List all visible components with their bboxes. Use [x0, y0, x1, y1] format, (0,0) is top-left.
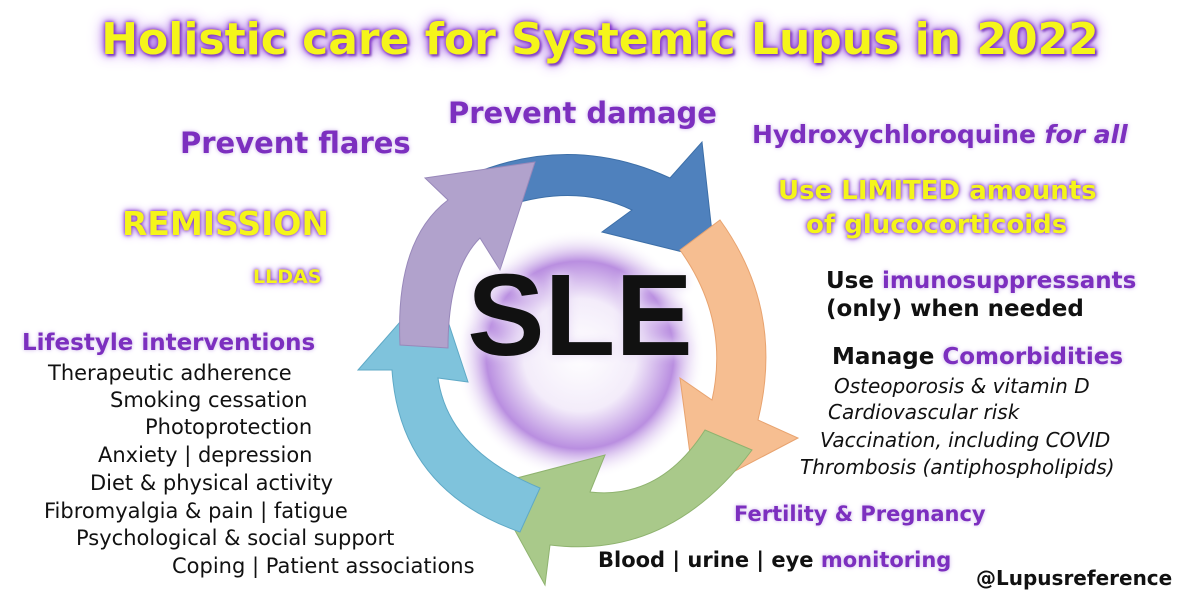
glucocorticoids-line1: Use LIMITED amounts	[778, 176, 1097, 206]
imm-use: Use	[826, 268, 882, 294]
list-item: Thrombosis (antiphospholipids)	[800, 455, 1115, 479]
handle-label: @Lupusreference	[976, 566, 1173, 590]
list-item: Anxiety | depression	[98, 443, 313, 467]
fertility-label: Fertility & Pregnancy	[734, 502, 986, 526]
list-item: Cardiovascular risk	[828, 400, 1020, 424]
list-item: Psychological & social support	[76, 526, 395, 550]
imm-word: imunosuppressants	[881, 268, 1137, 294]
comorbidities-word: Comorbidities	[942, 344, 1124, 370]
hcq-line: Hydroxychloroquine for all	[752, 120, 1128, 149]
immunosuppressants-line: Use imunosuppressants	[826, 268, 1136, 294]
arrow-green	[489, 429, 753, 587]
arrow-orange	[679, 219, 800, 493]
monitoring-line: Blood | urine | eye monitoring	[598, 548, 951, 572]
list-item: Fibromyalgia & pain | fatigue	[44, 499, 348, 523]
monitoring-prefix: Blood | urine | eye	[598, 548, 821, 572]
prevent-damage-label: Prevent damage	[448, 96, 717, 130]
list-item: Photoprotection	[145, 415, 313, 439]
list-item: Coping | Patient associations	[172, 554, 475, 578]
glucocorticoids-line2: of glucocorticoids	[806, 210, 1068, 240]
list-item: Osteoporosis & vitamin D	[834, 374, 1090, 398]
list-item: Therapeutic adherence	[48, 361, 292, 385]
manage-word: Manage	[832, 344, 943, 370]
page-title: Holistic care for Systemic Lupus in 2022	[101, 14, 1099, 65]
lifestyle-heading: Lifestyle interventions	[22, 330, 316, 356]
list-item: Smoking cessation	[110, 388, 308, 412]
list-item: Vaccination, including COVID	[820, 428, 1111, 452]
list-item: Diet & physical activity	[90, 471, 334, 495]
center-label: SLE	[467, 250, 693, 380]
center-glow	[455, 230, 705, 480]
immunosuppressants-line2: (only) when needed	[826, 296, 1084, 322]
cycle-wheel	[356, 140, 800, 587]
monitoring-word: monitoring	[820, 548, 952, 572]
prevent-flares-label: Prevent flares	[180, 126, 411, 160]
hcq-main: Hydroxychloroquine	[752, 120, 1045, 149]
remission-label: REMISSION	[122, 204, 330, 243]
comorbidities-heading: Manage Comorbidities	[832, 344, 1123, 370]
arrow-lavender	[399, 161, 536, 349]
hcq-emph: for all	[1044, 120, 1128, 149]
lldas-label: LLDAS	[253, 266, 322, 288]
